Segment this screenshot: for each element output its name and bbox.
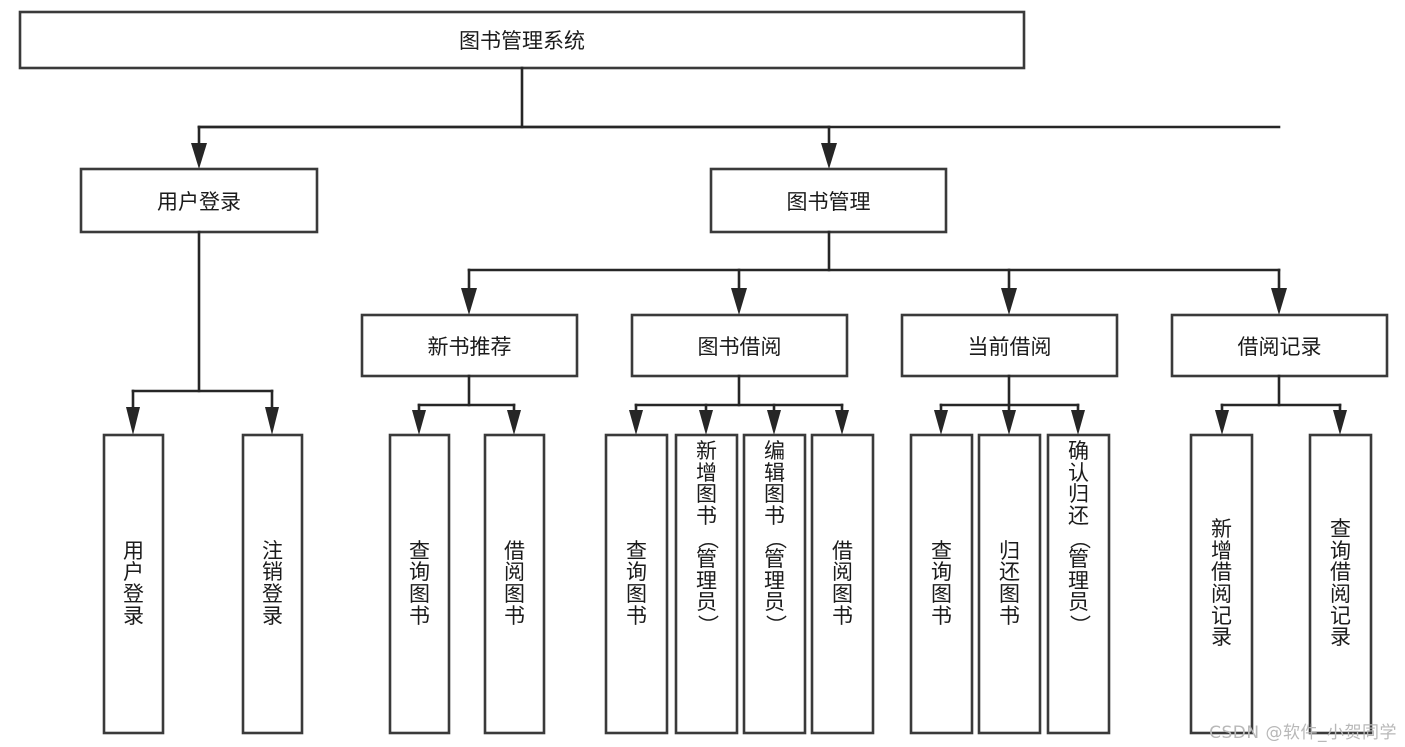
leaf-box-record-query[interactable]: [1308, 433, 1373, 735]
arrowhead-bookborrow-leaf-4: [835, 410, 849, 435]
arrowhead-bookborrow-leaf-3: [767, 410, 781, 435]
arrowhead-newbook-leaf-2: [507, 410, 521, 435]
leaf-box-user-login[interactable]: [102, 433, 165, 735]
arrowhead-userlogin-leaf-2: [265, 407, 279, 435]
arrowhead-borrowrecord-leaf-2: [1333, 410, 1347, 435]
arrowhead-bookborrow-leaf-2: [699, 410, 713, 435]
node-current-borrow-box[interactable]: [900, 313, 1119, 378]
arrowhead-root-to-bookmgmt: [821, 143, 837, 169]
arrowhead-currentborrow-leaf-2: [1002, 410, 1016, 435]
node-user-login-box[interactable]: [79, 167, 319, 234]
arrowhead-newbook-leaf-1: [412, 410, 426, 435]
node-book-borrow-box[interactable]: [630, 313, 849, 378]
node-book-management-box[interactable]: [709, 167, 948, 234]
leaf-box-borrow-lend[interactable]: [810, 433, 875, 735]
arrowhead-bookmgmt-to-borrowrecord: [1271, 288, 1287, 315]
leaf-box-current-return[interactable]: [977, 433, 1042, 735]
node-root-box[interactable]: [18, 10, 1026, 70]
leaf-box-borrow-add[interactable]: [674, 433, 739, 735]
leaf-box-newbook-borrow[interactable]: [483, 433, 546, 735]
leaf-box-current-query[interactable]: [909, 433, 974, 735]
arrowhead-userlogin-leaf-1: [126, 407, 140, 435]
leaf-box-newbook-query[interactable]: [388, 433, 451, 735]
leaf-box-logout[interactable]: [241, 433, 304, 735]
arrowhead-bookmgmt-to-newbook: [461, 288, 477, 315]
leaf-box-borrow-edit[interactable]: [742, 433, 807, 735]
arrowhead-bookmgmt-to-currentborrow: [1001, 288, 1017, 315]
node-new-book-box[interactable]: [360, 313, 579, 378]
leaf-box-current-confirm[interactable]: [1046, 433, 1111, 735]
leaf-box-borrow-query[interactable]: [604, 433, 669, 735]
leaf-box-record-add[interactable]: [1189, 433, 1254, 735]
arrowhead-currentborrow-leaf-1: [934, 410, 948, 435]
arrowhead-bookborrow-leaf-1: [629, 410, 643, 435]
arrowhead-root-to-userlogin: [191, 143, 207, 169]
csdn-watermark: CSDN @软件_小贺同学: [1209, 723, 1397, 743]
arrowhead-borrowrecord-leaf-1: [1215, 410, 1229, 435]
arrowhead-bookmgmt-to-bookborrow: [731, 288, 747, 315]
node-borrow-record-box[interactable]: [1170, 313, 1389, 378]
arrowhead-currentborrow-leaf-3: [1071, 410, 1085, 435]
